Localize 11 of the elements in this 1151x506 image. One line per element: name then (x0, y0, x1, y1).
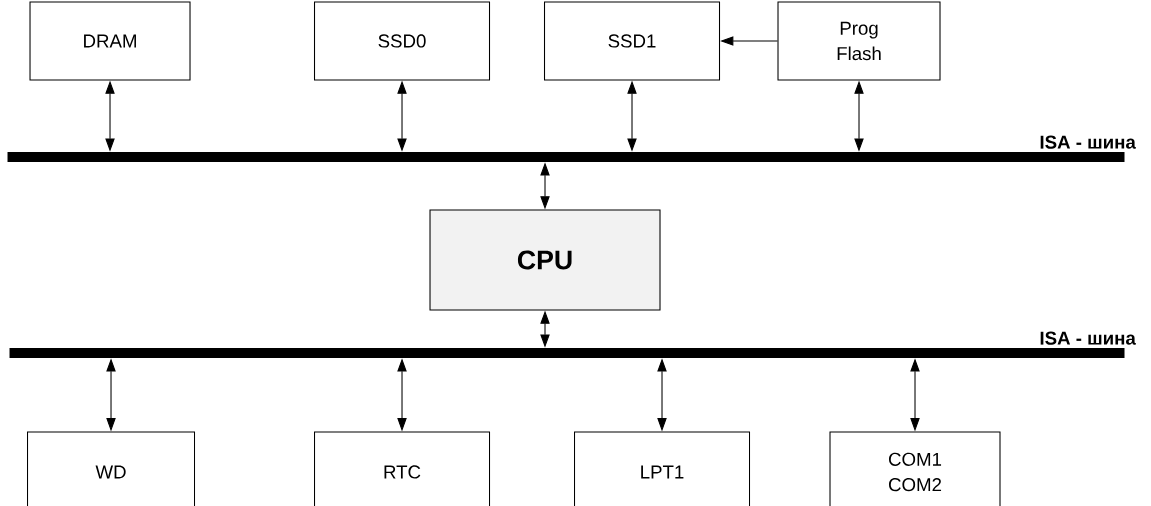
cpu-box: CPU (429, 209, 661, 311)
device-box: RTC (313, 431, 491, 506)
device-box: COM1 COM2 (829, 431, 1001, 506)
device-box: LPT1 (573, 431, 751, 506)
memory-box: SSD0 (313, 1, 491, 81)
bus-label: ISA - шина (1040, 331, 1136, 345)
bus-label: ISA - шина (1040, 135, 1136, 149)
memory-box: DRAM (29, 1, 191, 81)
memory-box: SSD1 (543, 1, 721, 81)
memory-box: Prog Flash (777, 1, 941, 81)
device-box: WD (27, 431, 196, 506)
